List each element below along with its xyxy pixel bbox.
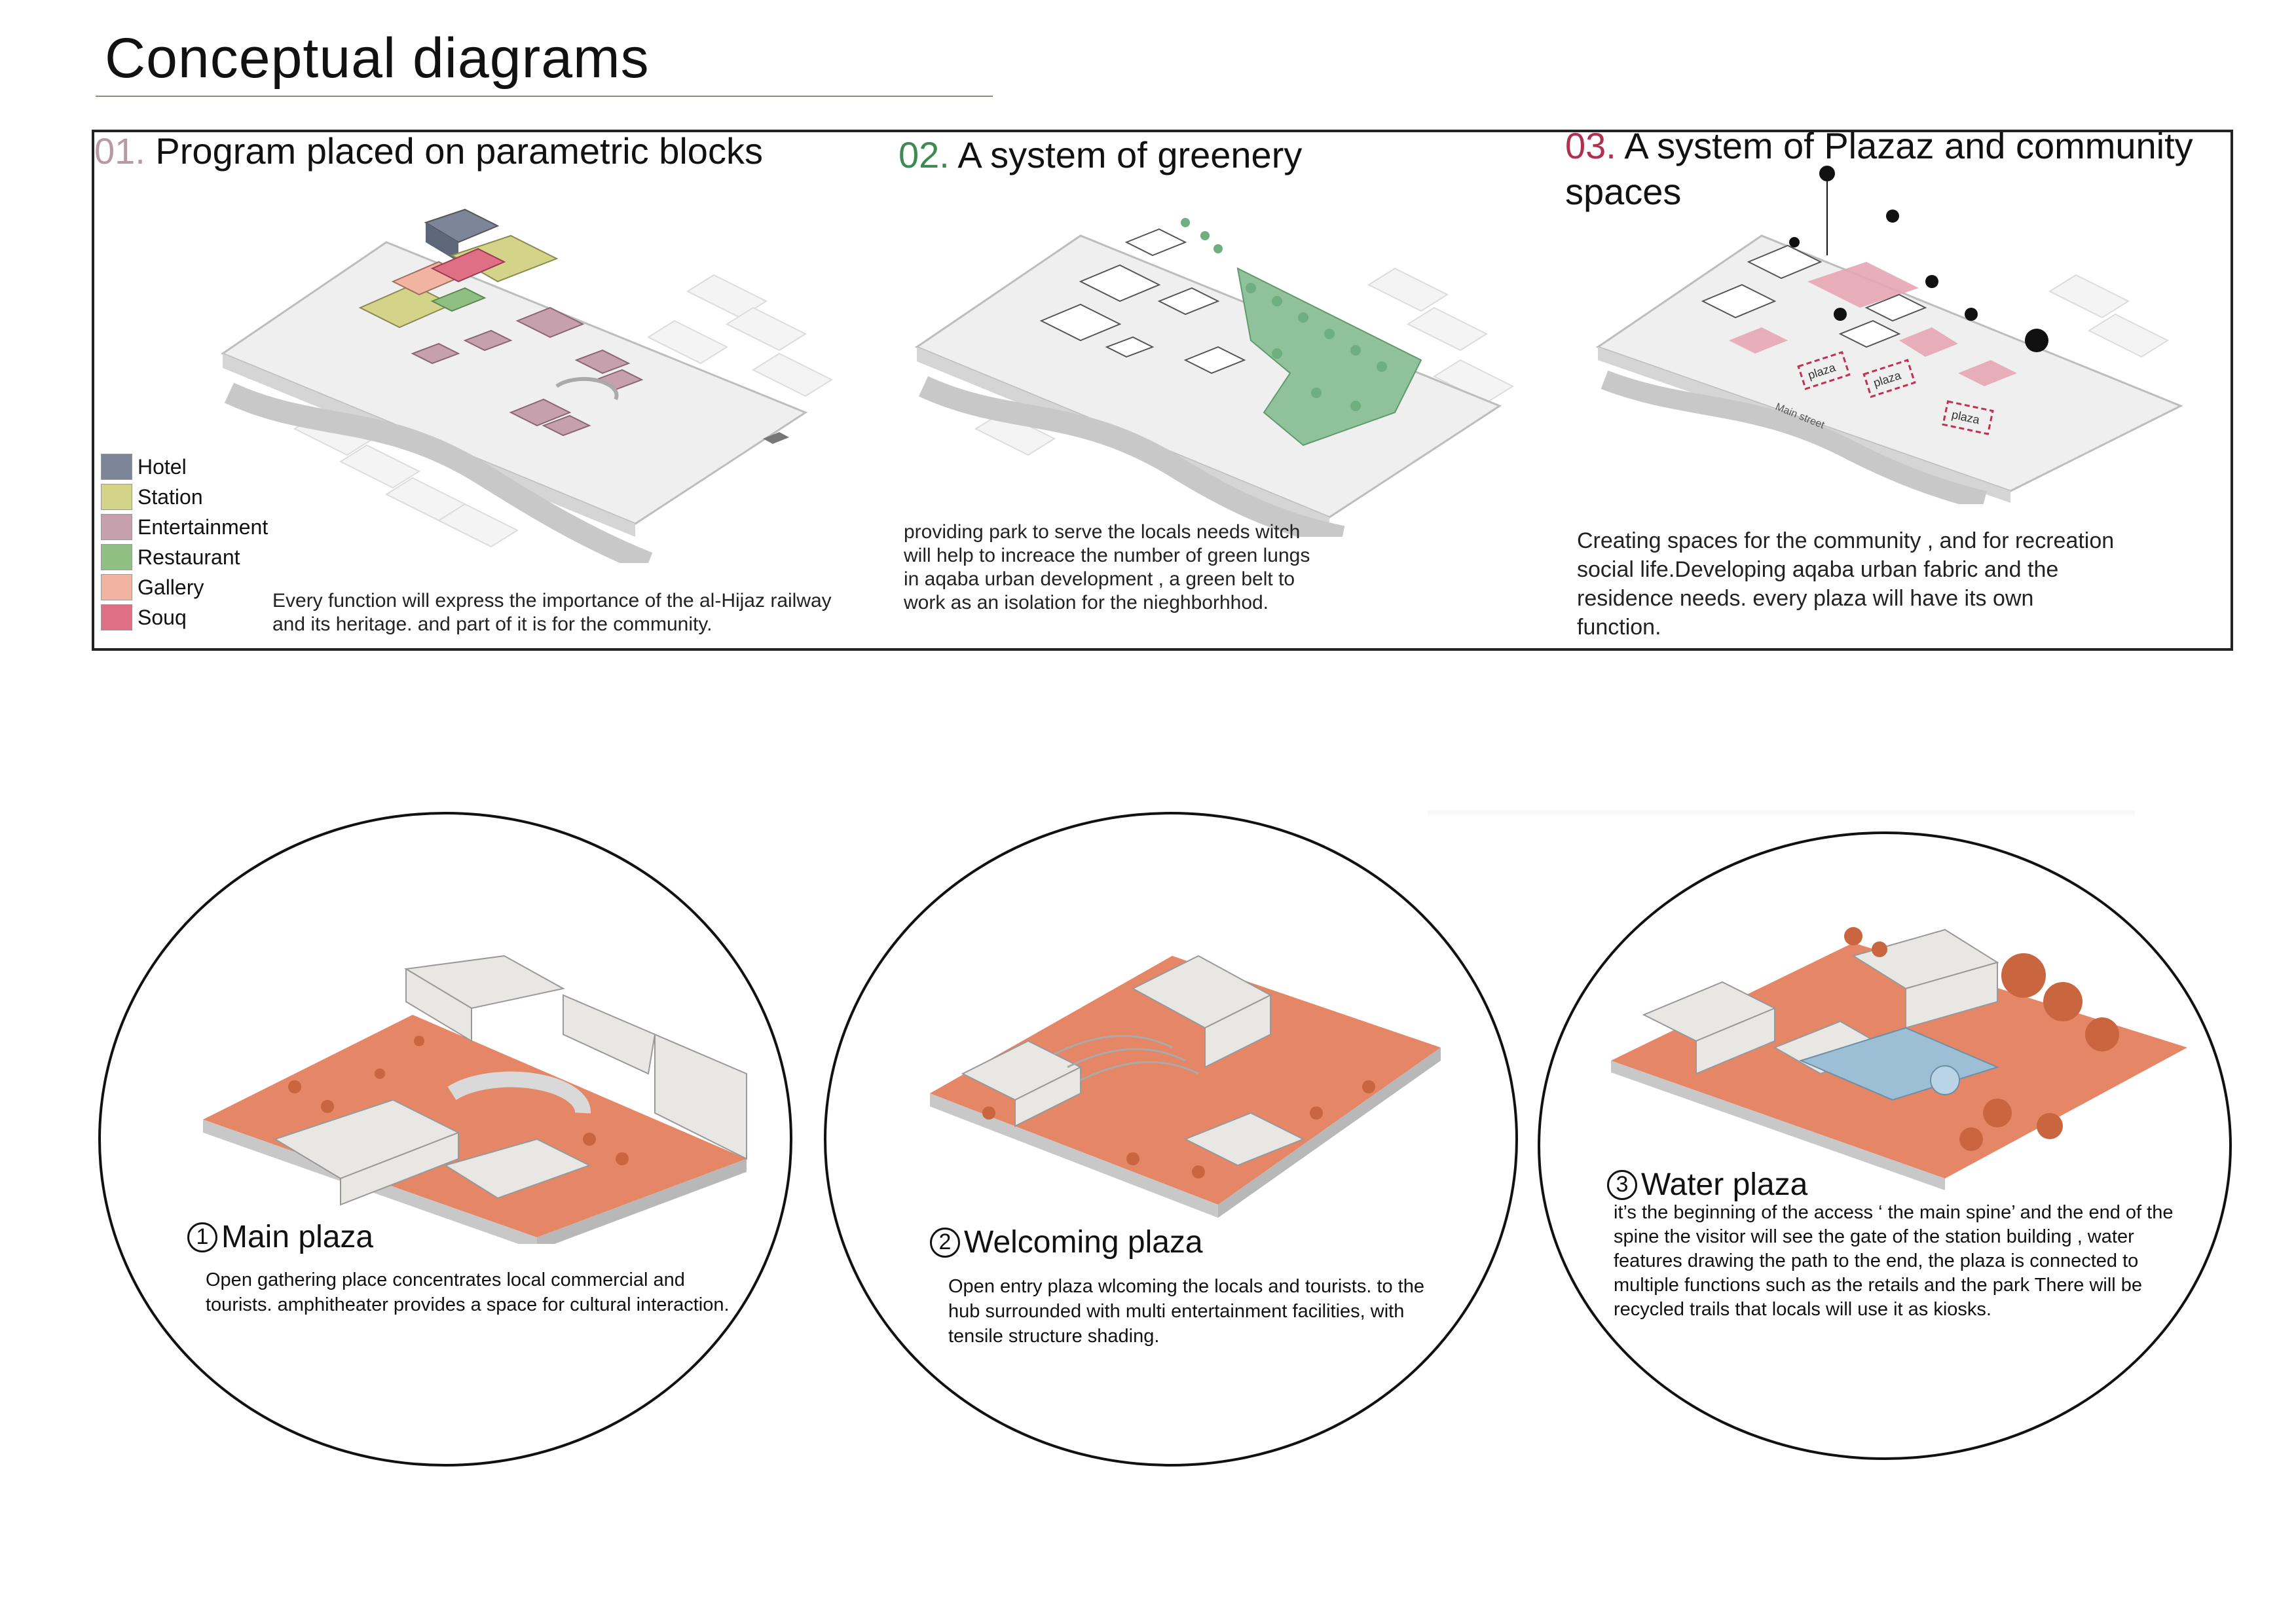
legend-label-souq: Souq xyxy=(138,605,187,629)
hotel-block xyxy=(424,208,500,244)
water-plaza-axonometric xyxy=(1611,927,2187,1190)
legend-label-gallery: Gallery xyxy=(138,575,204,599)
legend-swatch-station xyxy=(101,484,132,510)
white-buildings xyxy=(1701,244,1927,348)
legend-item-hotel: Hotel xyxy=(101,452,268,482)
trees xyxy=(982,1080,1375,1178)
plaza-ground-right xyxy=(537,1159,747,1244)
welcoming-plaza-circle xyxy=(824,812,1518,1467)
pink-plazas xyxy=(1729,262,2017,386)
restaurant-block xyxy=(430,287,487,312)
white-buildings xyxy=(1039,228,1246,374)
plaza-buildings xyxy=(961,955,1305,1167)
water-plaza-label: Water plaza xyxy=(1641,1167,1808,1202)
legend-item-station: Station xyxy=(101,482,268,512)
section-01-description: Every function will express the importan… xyxy=(272,590,832,635)
plaza-ground-right xyxy=(1218,1048,1441,1218)
section-02-heading: 02. A system of greenery xyxy=(898,132,1302,178)
legend-swatch-gallery xyxy=(101,574,132,600)
legend-label-restaurant: Restaurant xyxy=(138,545,240,569)
site-base xyxy=(220,241,808,525)
legend-swatch-restaurant xyxy=(101,544,132,570)
section-03-description: Creating spaces for the community , and … xyxy=(1577,528,2115,640)
section-01-title: Program placed on parametric blocks xyxy=(155,130,763,172)
fountain xyxy=(1930,1065,1960,1095)
site-base xyxy=(914,234,1502,519)
legend-swatch-entertainment xyxy=(101,514,132,540)
welcoming-plaza-title: 2 Welcoming plaza xyxy=(930,1224,1203,1260)
welcoming-plaza-label: Welcoming plaza xyxy=(964,1225,1203,1260)
tensile-shading xyxy=(1054,1034,1199,1082)
legend-item-souq: Souq xyxy=(101,602,268,632)
water-plaza-title: 3 Water plaza xyxy=(1607,1167,1807,1203)
background-buildings xyxy=(293,274,834,548)
section-03-title: A system of Plazaz and community spaces xyxy=(1565,125,2193,212)
plaza-number-3: 3 xyxy=(1607,1169,1637,1200)
main-plaza-label: Main plaza xyxy=(221,1220,374,1254)
water-plaza-description: it’s the beginning of the access ‘ the m… xyxy=(1614,1202,2174,1320)
background-buildings xyxy=(2048,274,2170,358)
road-curve xyxy=(224,382,653,563)
plaza-ground-side xyxy=(1611,1061,1945,1190)
function-icons xyxy=(1789,166,2048,352)
plazas-site-diagram: Main street plaza plaza plaza xyxy=(1595,166,2183,504)
plaza-number-1: 1 xyxy=(187,1222,217,1252)
faint-divider xyxy=(1428,811,2135,817)
section-03-heading: 03. A system of Plazaz and community spa… xyxy=(1565,123,2233,215)
water-plaza-circle xyxy=(1538,831,2232,1460)
legend-label-entertainment: Entertainment xyxy=(138,515,268,539)
trees xyxy=(288,1036,629,1165)
section-02-title: A system of greenery xyxy=(957,134,1303,175)
section-02-description: providing park to serve the locals needs… xyxy=(904,521,1310,613)
plaza-number-2: 2 xyxy=(930,1227,960,1258)
main-plaza-description: Open gathering place concentrates local … xyxy=(206,1269,730,1315)
title-underline xyxy=(96,96,993,97)
hotel-block-side xyxy=(426,223,458,262)
welcoming-plaza-axonometric xyxy=(930,955,1441,1218)
program-legend: Hotel Station Entertainment Restaurant G… xyxy=(101,452,268,632)
legend-label-station: Station xyxy=(138,484,203,509)
amphitheater xyxy=(555,376,619,401)
section-02-number: 02. xyxy=(898,134,950,175)
plaza-ground xyxy=(203,1015,747,1237)
small-dark-block xyxy=(763,432,789,444)
legend-label-hotel: Hotel xyxy=(138,454,187,479)
page-title: Conceptual diagrams xyxy=(105,27,650,90)
section-01-heading: 01. Program placed on parametric blocks xyxy=(94,128,763,174)
legend-item-gallery: Gallery xyxy=(101,572,268,602)
green-park xyxy=(1236,267,1422,447)
legend-swatch-souq xyxy=(101,604,132,630)
main-plaza-axonometric xyxy=(203,955,747,1244)
welcoming-plaza-description: Open entry plaza wlcoming the locals and… xyxy=(948,1276,1424,1347)
main-plaza-title: 1 Main plaza xyxy=(187,1219,373,1255)
plaza-ground-side xyxy=(930,1093,1218,1218)
road-curve xyxy=(1601,370,1987,504)
section-01-number: 01. xyxy=(94,130,145,172)
legend-swatch-hotel xyxy=(101,454,132,480)
road-curve xyxy=(918,376,1345,537)
section-03-number: 03. xyxy=(1565,125,1616,166)
main-plaza-circle xyxy=(98,812,792,1467)
concept-panel-frame xyxy=(92,130,2233,651)
legend-item-entertainment: Entertainment xyxy=(101,512,268,542)
trees xyxy=(1844,927,2119,1151)
souq-block xyxy=(430,247,506,283)
plaza-ground xyxy=(930,956,1441,1205)
trees xyxy=(1181,218,1387,411)
program-site-diagram xyxy=(220,208,834,563)
background-buildings xyxy=(974,267,1515,456)
amphitheater xyxy=(447,1071,591,1114)
plaza-buildings xyxy=(273,955,747,1206)
legend-item-restaurant: Restaurant xyxy=(101,542,268,572)
greenery-site-diagram xyxy=(914,218,1515,537)
